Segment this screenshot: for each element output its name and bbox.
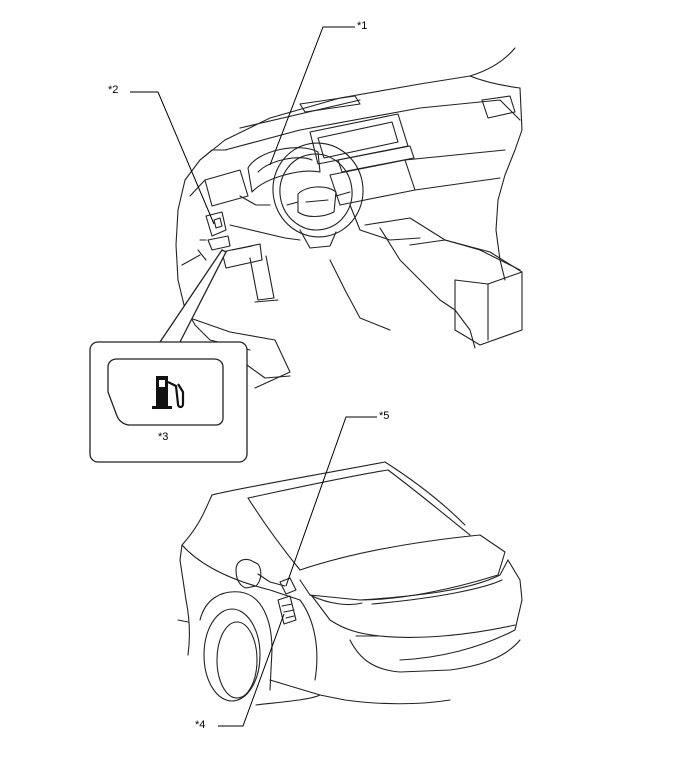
callout-1: *1 — [357, 20, 368, 32]
callout-2: *2 — [108, 84, 119, 96]
dashboard-illustration — [175, 47, 523, 389]
leader-line-5 — [285, 416, 377, 587]
fuel-pump-icon — [152, 376, 185, 409]
leader-line-1 — [269, 26, 355, 166]
rear-car-illustration — [177, 461, 523, 706]
inset-panel — [89, 249, 248, 463]
leader-lines — [130, 26, 377, 727]
leader-line-4 — [218, 613, 285, 727]
callout-3: *3 — [158, 431, 169, 443]
leader-line-2 — [130, 91, 215, 225]
callout-4: *4 — [195, 719, 206, 731]
callout-5: *5 — [379, 410, 390, 422]
